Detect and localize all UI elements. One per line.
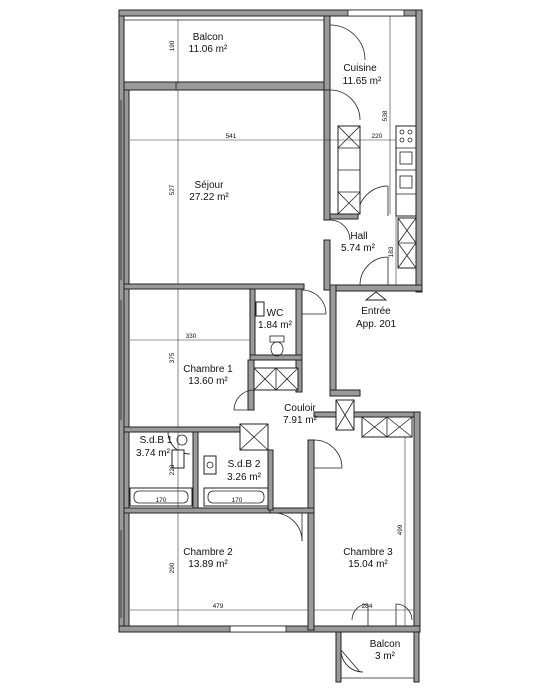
room-balcon-top-area: 11.06 m² <box>189 44 228 55</box>
dim-183: 183 <box>388 246 395 257</box>
wall-right-lower <box>413 411 421 633</box>
room-chambre3-area: 15.04 m² <box>348 559 388 570</box>
wall-left-inner <box>123 89 130 631</box>
dim-541: 541 <box>226 133 237 140</box>
wall-entry-top <box>329 284 423 292</box>
balcony-bottom <box>335 631 420 683</box>
corridor-cabinet <box>239 399 413 451</box>
room-sejour-area: 27.22 m² <box>189 192 229 203</box>
wall-chambre2-chambre3 <box>307 439 315 631</box>
room-balcon-bottom-name: Balcon <box>370 639 401 650</box>
wall-balcony-right <box>323 15 331 91</box>
room-chambre2-name: Chambre 2 <box>183 547 233 558</box>
wall-right-upper <box>415 9 423 293</box>
wall-left <box>118 9 125 633</box>
dim-330: 330 <box>186 333 197 340</box>
windows <box>120 9 405 633</box>
room-cuisine-area: 11.65 m² <box>343 76 382 87</box>
dim-479: 479 <box>213 603 224 610</box>
interior-walls <box>123 89 415 631</box>
wc-fixtures <box>253 301 299 391</box>
wall-kitchen-sejour <box>323 89 331 221</box>
dim-527: 527 <box>169 184 176 195</box>
wall-entry-left <box>329 284 337 396</box>
dim-538: 538 <box>382 110 389 121</box>
dim-220: 220 <box>372 133 383 140</box>
entrance-marker-icon <box>364 291 388 301</box>
dim-290: 290 <box>169 562 176 573</box>
wall-sejour-chambre1 <box>123 283 305 290</box>
room-sdb1-name: S.d.B 1 <box>140 435 173 446</box>
dim-170-right: 170 <box>232 497 243 504</box>
room-sdb2-area: 3.26 m² <box>227 472 262 483</box>
room-wc-area: 1.84 m² <box>258 320 293 331</box>
room-hall-name: Hall <box>350 231 367 242</box>
doors <box>167 24 413 626</box>
entrance-label: Entrée <box>361 306 391 317</box>
room-wc-name: WC <box>267 308 284 319</box>
dim-375: 375 <box>169 352 176 363</box>
apartment-number: App. 201 <box>356 319 396 330</box>
wall-chambre1-bottom <box>123 426 253 433</box>
room-chambre1-name: Chambre 1 <box>183 364 233 375</box>
wall-balcony-top <box>123 81 325 91</box>
room-cuisine-name: Cuisine <box>343 63 377 74</box>
dimension-lines <box>130 16 414 626</box>
room-couloir-area: 7.91 m² <box>283 415 318 426</box>
room-hall-area: 5.74 m² <box>341 243 376 254</box>
kitchen-cabinets <box>337 125 417 269</box>
wall-wc-right <box>295 288 303 393</box>
wall-wc-left <box>249 288 256 360</box>
room-sejour-name: Séjour <box>195 180 225 191</box>
dimension-labels: 190 541 220 538 527 183 330 375 220 170 … <box>156 40 404 610</box>
room-sdb1-area: 3.74 m² <box>136 448 171 459</box>
room-chambre1-area: 13.60 m² <box>188 376 228 387</box>
dim-170-left: 170 <box>156 497 167 504</box>
room-chambre3-name: Chambre 3 <box>343 547 393 558</box>
dim-190: 190 <box>169 40 176 51</box>
bathroom-fixtures <box>129 434 269 507</box>
dim-220-vertical: 220 <box>169 464 176 475</box>
room-labels: Balcon 11.06 m² Cuisine 11.65 m² Séjour … <box>136 32 400 662</box>
room-balcon-top-name: Balcon <box>193 32 224 43</box>
wall-entry-bottom <box>329 389 361 397</box>
room-couloir-name: Couloir <box>284 403 316 414</box>
dim-284: 284 <box>362 603 373 610</box>
dim-499: 499 <box>397 524 404 535</box>
room-sdb2-name: S.d.B 2 <box>228 459 261 470</box>
room-chambre2-area: 13.89 m² <box>188 559 228 570</box>
room-balcon-bottom-area: 3 m² <box>375 651 396 662</box>
